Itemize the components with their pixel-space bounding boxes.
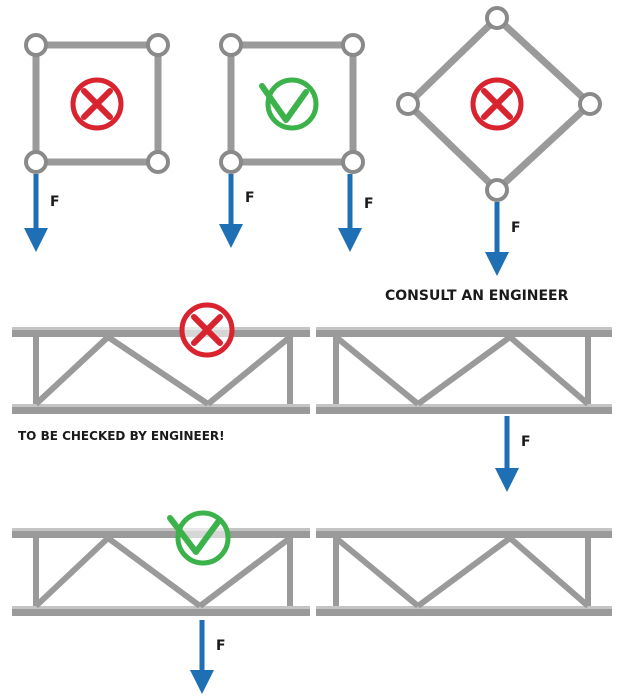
truss-segment [12, 327, 310, 414]
cross-circle-icon [179, 302, 235, 358]
force-label: F [216, 638, 226, 654]
force-arrow-icon [338, 174, 362, 252]
chord-node [396, 92, 420, 116]
square-frame [32, 41, 162, 166]
truss-span-wrong: TO BE CHECKED BY ENGINEER! F [12, 302, 612, 492]
truss-webbing [33, 535, 293, 609]
square-section-wrong: F [24, 33, 170, 252]
force-label: F [245, 190, 255, 206]
force-arrow-icon [24, 174, 48, 252]
force-label: F [511, 220, 521, 236]
chord-node [485, 6, 509, 30]
consult-engineer-label: CONSULT AN ENGINEER [385, 288, 569, 304]
force-label: F [364, 196, 374, 212]
square-frame [227, 41, 357, 166]
rotated-section-wrong: F CONSULT AN ENGINEER [385, 6, 602, 304]
truss-webbing [33, 334, 293, 407]
chord-node [219, 33, 243, 57]
chord-node [341, 33, 365, 57]
force-arrow-icon [485, 202, 509, 276]
top-chord [316, 528, 612, 538]
truss-webbing [333, 535, 591, 609]
bottom-chord [316, 606, 612, 616]
checked-by-engineer-label: TO BE CHECKED BY ENGINEER! [18, 429, 225, 443]
truss-segment [316, 528, 612, 616]
bottom-chord [12, 606, 310, 616]
force-arrow-icon [219, 174, 243, 248]
force-label: F [50, 194, 60, 210]
chord-node [219, 150, 243, 174]
chord-node [146, 33, 170, 57]
truss-segment [12, 528, 310, 616]
force-arrow-icon [190, 620, 214, 694]
chord-node [578, 92, 602, 116]
chord-node [146, 150, 170, 174]
bottom-chord [12, 404, 310, 414]
chord-node [341, 150, 365, 174]
cross-circle-icon [470, 77, 524, 131]
chord-node [485, 178, 509, 202]
chord-node [24, 150, 48, 174]
truss-span-right: F [12, 510, 612, 694]
truss-webbing [333, 334, 591, 407]
force-label: F [521, 434, 531, 450]
force-arrow-icon [495, 416, 519, 492]
check-circle-icon [259, 77, 319, 131]
top-chord [316, 327, 612, 337]
top-chord [12, 528, 310, 538]
bottom-chord [316, 404, 612, 414]
chord-node [24, 33, 48, 57]
top-chord [12, 327, 310, 337]
truss-segment [316, 327, 612, 414]
cross-circle-icon [70, 77, 124, 131]
square-section-right: F F [219, 33, 374, 252]
check-circle-icon [167, 510, 231, 566]
